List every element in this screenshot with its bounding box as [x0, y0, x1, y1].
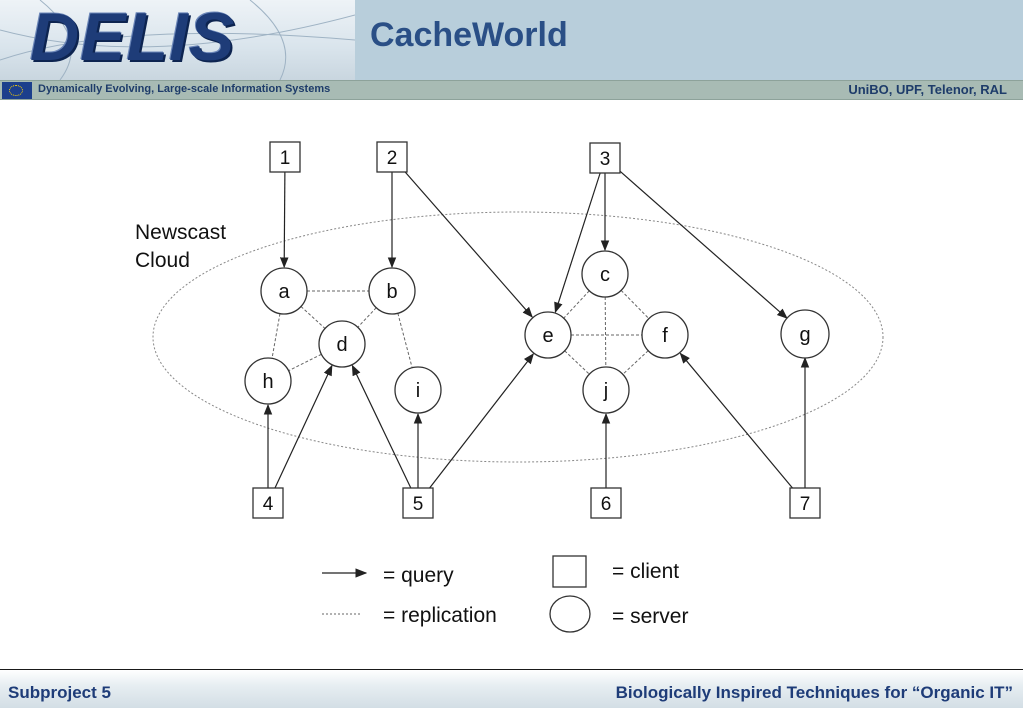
svg-text:c: c [600, 264, 610, 286]
client-5: 5 [402, 487, 434, 519]
svg-text:d: d [336, 334, 347, 356]
svg-text:h: h [262, 371, 273, 393]
svg-text:6: 6 [601, 494, 612, 515]
query-links [263, 170, 810, 489]
server-i: i [394, 366, 442, 414]
server-d: d [318, 320, 366, 368]
footer-subproject: Subproject 5 [8, 683, 111, 702]
replication-link-c-f [620, 290, 650, 319]
svg-text:e: e [542, 325, 553, 347]
footer-tagline: Biologically Inspired Techniques for “Or… [615, 683, 1013, 702]
legend-replication-label: = replication [383, 604, 497, 627]
server-f: f [641, 311, 689, 359]
subtitle-bar: Dynamically Evolving, Large-scale Inform… [0, 80, 1023, 100]
client-7: 7 [789, 487, 821, 519]
cloud-label-line1: Newscast [135, 221, 226, 244]
logo-globe-lines [0, 0, 355, 80]
replication-link-d-h [288, 353, 322, 372]
logo-text: DELIS [30, 0, 236, 75]
legend-query-label: = query [383, 564, 454, 587]
footer-divider [0, 669, 1023, 670]
page-title: CacheWorld [370, 16, 568, 54]
svg-text:2: 2 [387, 148, 398, 169]
legend-server-circle [549, 595, 591, 633]
query-arrow-4-d [274, 364, 333, 489]
title-bar: CacheWorld [355, 0, 1023, 80]
replication-links [271, 290, 650, 375]
server-j: j [582, 366, 630, 414]
client-3: 3 [589, 142, 621, 174]
query-arrow-3-e [554, 172, 601, 314]
replication-link-c-j [604, 296, 607, 368]
svg-text:7: 7 [800, 494, 811, 515]
query-arrow-1-a [279, 171, 289, 269]
legend: = query = replication = client = server [322, 555, 688, 633]
server-a: a [260, 267, 308, 315]
server-b: b [368, 267, 416, 315]
eu-flag-icon [2, 82, 32, 99]
query-arrow-7-f [679, 352, 793, 489]
svg-text:4: 4 [263, 494, 274, 515]
replication-link-a-h [271, 313, 281, 359]
project-name: Dynamically Evolving, Large-scale Inform… [38, 83, 331, 95]
query-arrow-5-e [429, 353, 534, 489]
client-1: 1 [269, 141, 301, 173]
replication-link-a-d [300, 306, 326, 329]
svg-text:b: b [386, 281, 397, 303]
server-e: e [524, 311, 572, 359]
partners: UniBO, UPF, Telenor, RAL [848, 82, 1007, 97]
svg-text:a: a [278, 281, 290, 303]
replication-link-c-e [563, 290, 590, 319]
footer: Subproject 5 Biologically Inspired Techn… [0, 670, 1023, 708]
server-h: h [244, 357, 292, 405]
legend-client-label: = client [612, 560, 679, 583]
server-c: c [581, 250, 629, 298]
replication-link-b-i [397, 313, 413, 368]
server-g: g [780, 309, 830, 359]
delis-logo: DELIS [0, 0, 355, 80]
client-2: 2 [376, 141, 408, 173]
newscast-cloud [152, 211, 884, 463]
replication-link-e-j [564, 350, 590, 375]
svg-text:i: i [416, 380, 420, 402]
svg-text:1: 1 [280, 148, 291, 169]
svg-text:j: j [603, 380, 608, 402]
query-arrow-5-d [351, 364, 412, 489]
replication-link-f-j [622, 350, 649, 375]
legend-server-label: = server [612, 605, 688, 628]
svg-text:5: 5 [413, 494, 424, 515]
legend-client-box [552, 555, 587, 588]
cloud-label-line2: Cloud [135, 249, 190, 272]
svg-text:f: f [662, 325, 668, 347]
query-arrow-3-g [619, 170, 788, 319]
client-6: 6 [590, 487, 622, 519]
svg-text:g: g [799, 324, 810, 346]
client-4: 4 [252, 487, 284, 519]
replication-link-b-d [357, 307, 377, 328]
svg-text:3: 3 [600, 149, 611, 170]
query-arrow-2-e [404, 171, 533, 318]
